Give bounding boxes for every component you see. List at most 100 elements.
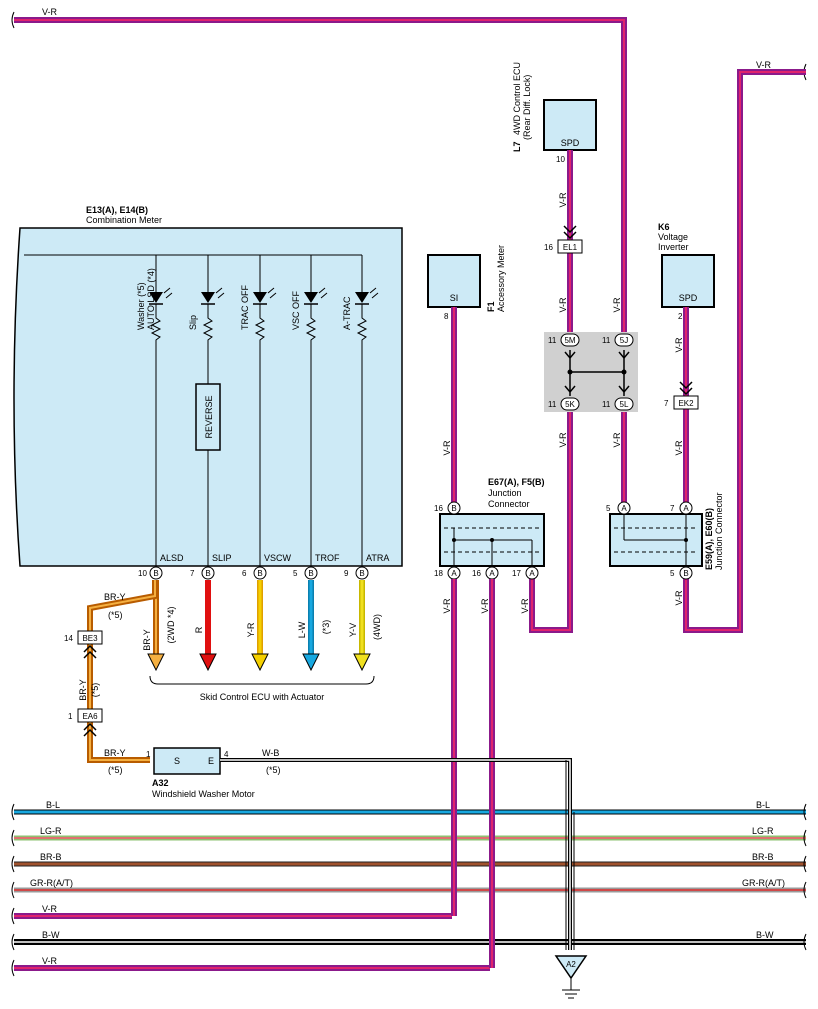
washer-pin-s: 1 bbox=[146, 750, 151, 759]
pin-11-5k: 11 bbox=[548, 400, 557, 409]
wire-label-j1-18: V-R bbox=[442, 598, 452, 614]
reverse-box: REVERSE bbox=[195, 383, 221, 451]
j2-b-conn: B bbox=[683, 569, 688, 578]
j1-b1-conn: A bbox=[451, 569, 457, 578]
indicator-label-4: A-TRAC bbox=[342, 296, 352, 330]
connector-be3-label: BE3 bbox=[82, 634, 98, 643]
j1-b2-pin: 16 bbox=[472, 569, 481, 578]
accessory-meter: SI F1 Accessory Meter 8 bbox=[427, 245, 506, 321]
ecu-4wd-name: 4WD Control ECU bbox=[512, 62, 522, 135]
connector-ea6-label: EA6 bbox=[82, 712, 98, 721]
pin-11-5j: 11 bbox=[602, 336, 611, 345]
bus-label-grr-left: GR-R(A/T) bbox=[30, 878, 73, 888]
bus-label-lgr-right: LG-R bbox=[752, 826, 774, 836]
wire-note-3: (*3) bbox=[321, 620, 331, 635]
wire-label-bry-mid: BR-Y bbox=[78, 679, 88, 701]
pin-num-3: 5 bbox=[293, 569, 298, 578]
right-vr-wire: V-R bbox=[683, 60, 806, 633]
wire-label-5j-up: V-R bbox=[612, 297, 622, 313]
connector-el1-pin: 16 bbox=[544, 243, 553, 252]
wire-label-5k: V-R bbox=[558, 432, 568, 448]
j1-b3-conn: A bbox=[529, 569, 535, 578]
skid-ecu-bracket: Skid Control ECU with Actuator bbox=[149, 675, 375, 702]
reverse-label: REVERSE bbox=[204, 395, 214, 438]
j2-t2-conn: A bbox=[683, 504, 689, 513]
indicator-label-2: TRAC OFF bbox=[240, 285, 250, 330]
wire-label-star5-bottom: (*5) bbox=[108, 765, 123, 775]
accessory-meter-name: Accessory Meter bbox=[496, 245, 506, 312]
conn-5l: 5L bbox=[620, 400, 629, 409]
indicator-label-1: Slip bbox=[188, 315, 198, 330]
washer-code: A32 bbox=[152, 778, 169, 788]
junction-block-5: 5M 5J 5K 5L 11 11 11 11 bbox=[544, 332, 638, 412]
wire-5l-j2: V-R bbox=[612, 412, 627, 502]
wire-label-wb: W-B bbox=[262, 748, 279, 758]
bus-label-vr-left-2: V-R bbox=[42, 956, 58, 966]
wire-label-right-vr: V-R bbox=[756, 60, 772, 70]
ecu-4wd-code: L7 bbox=[512, 141, 522, 152]
voltage-inverter: SPD K6 Voltage Inverter 2 bbox=[658, 222, 715, 321]
ecu-4wd-sub: (Rear Diff. Lock) bbox=[522, 75, 532, 140]
connector-el1: EL1 16 bbox=[544, 225, 583, 254]
pin-num-4: 9 bbox=[344, 569, 349, 578]
wire-label-bry-bottom: BR-Y bbox=[104, 748, 126, 758]
wire-f1-j1: V-R bbox=[442, 307, 457, 502]
wire-label-j2-bottom: V-R bbox=[674, 590, 684, 606]
washer-pin-e: 4 bbox=[224, 750, 229, 759]
wire-j1-down: V-R V-R V-R bbox=[442, 579, 530, 968]
conn-5m: 5M bbox=[564, 336, 575, 345]
washer-term-s: S bbox=[174, 756, 180, 766]
wire-label-el1-down: V-R bbox=[558, 297, 568, 313]
skid-ecu-name: Skid Control ECU with Actuator bbox=[200, 692, 325, 702]
washer-term-e: E bbox=[208, 756, 214, 766]
connector-ek2-label: EK2 bbox=[678, 399, 694, 408]
combo-meter-code: E13(A), E14(B) bbox=[86, 205, 148, 215]
wire-label-star5-mid: (*5) bbox=[90, 683, 100, 698]
j2-t1-conn: A bbox=[621, 504, 627, 513]
inverter-terminal: SPD bbox=[679, 293, 698, 303]
junction1-name1: Junction bbox=[488, 488, 522, 498]
terminal-slip: SLIP bbox=[212, 553, 232, 563]
j1-top-conn: B bbox=[451, 504, 456, 513]
terminal-alsd: ALSD bbox=[160, 553, 184, 563]
connector-be3: BE3 14 bbox=[64, 630, 103, 659]
pin-num-1: 7 bbox=[190, 569, 195, 578]
bus-label-brb-left: BR-B bbox=[40, 852, 62, 862]
indicator-label2-0: AUTO LSD (*4) bbox=[146, 268, 156, 330]
inverter-code: K6 bbox=[658, 222, 670, 232]
j2-t1-pin: 5 bbox=[606, 504, 611, 513]
wire-label-star5-top: (*5) bbox=[108, 610, 123, 620]
wire-label-ek2: V-R bbox=[674, 440, 684, 456]
junction1-name2: Connector bbox=[488, 499, 530, 509]
pin-conn-0: B bbox=[153, 569, 158, 578]
bus-label-grr-right: GR-R(A/T) bbox=[742, 878, 785, 888]
wire-break-marks bbox=[11, 11, 807, 977]
j2-b-pin: 5 bbox=[670, 569, 675, 578]
ground-label: A2 bbox=[566, 960, 576, 969]
wire-5k-j1: V-R bbox=[529, 412, 573, 633]
pin-num-0: 10 bbox=[138, 569, 147, 578]
wire-label-f1: V-R bbox=[442, 440, 452, 456]
pin-conn-3: B bbox=[308, 569, 313, 578]
accessory-meter-pin: 8 bbox=[444, 312, 449, 321]
pin-num-2: 6 bbox=[242, 569, 247, 578]
junction-connector-1: E67(A), F5(B) Junction Connector B 16 A … bbox=[434, 477, 545, 580]
ecu-4wd: SPD L7 4WD Control ECU (Rear Diff. Lock)… bbox=[512, 62, 597, 164]
inverter-name2: Inverter bbox=[658, 242, 689, 252]
pin-conn-4: B bbox=[359, 569, 364, 578]
ground-symbol: A2 bbox=[554, 955, 588, 999]
conn-5j: 5J bbox=[620, 336, 628, 345]
bus-label-bw-right: B-W bbox=[756, 930, 774, 940]
connector-be3-pin: 14 bbox=[64, 634, 73, 643]
wire-label-3: L-W bbox=[297, 621, 307, 638]
bottom-bus: B-L B-L LG-R LG-R BR-B BR-B GR-R(A/T) GR… bbox=[11, 11, 807, 977]
connector-ek2: EK2 7 bbox=[664, 381, 699, 410]
wire-bry-washer: BR-Y (*5) BR-Y (*5) BR-Y (*5) bbox=[78, 580, 158, 775]
ecu-4wd-pin: 10 bbox=[556, 155, 565, 164]
junction2-code: E59(A), E60(B) bbox=[704, 508, 714, 570]
junction2-name: Junction Connector bbox=[714, 492, 724, 570]
bus-label-bl-left: B-L bbox=[46, 800, 60, 810]
